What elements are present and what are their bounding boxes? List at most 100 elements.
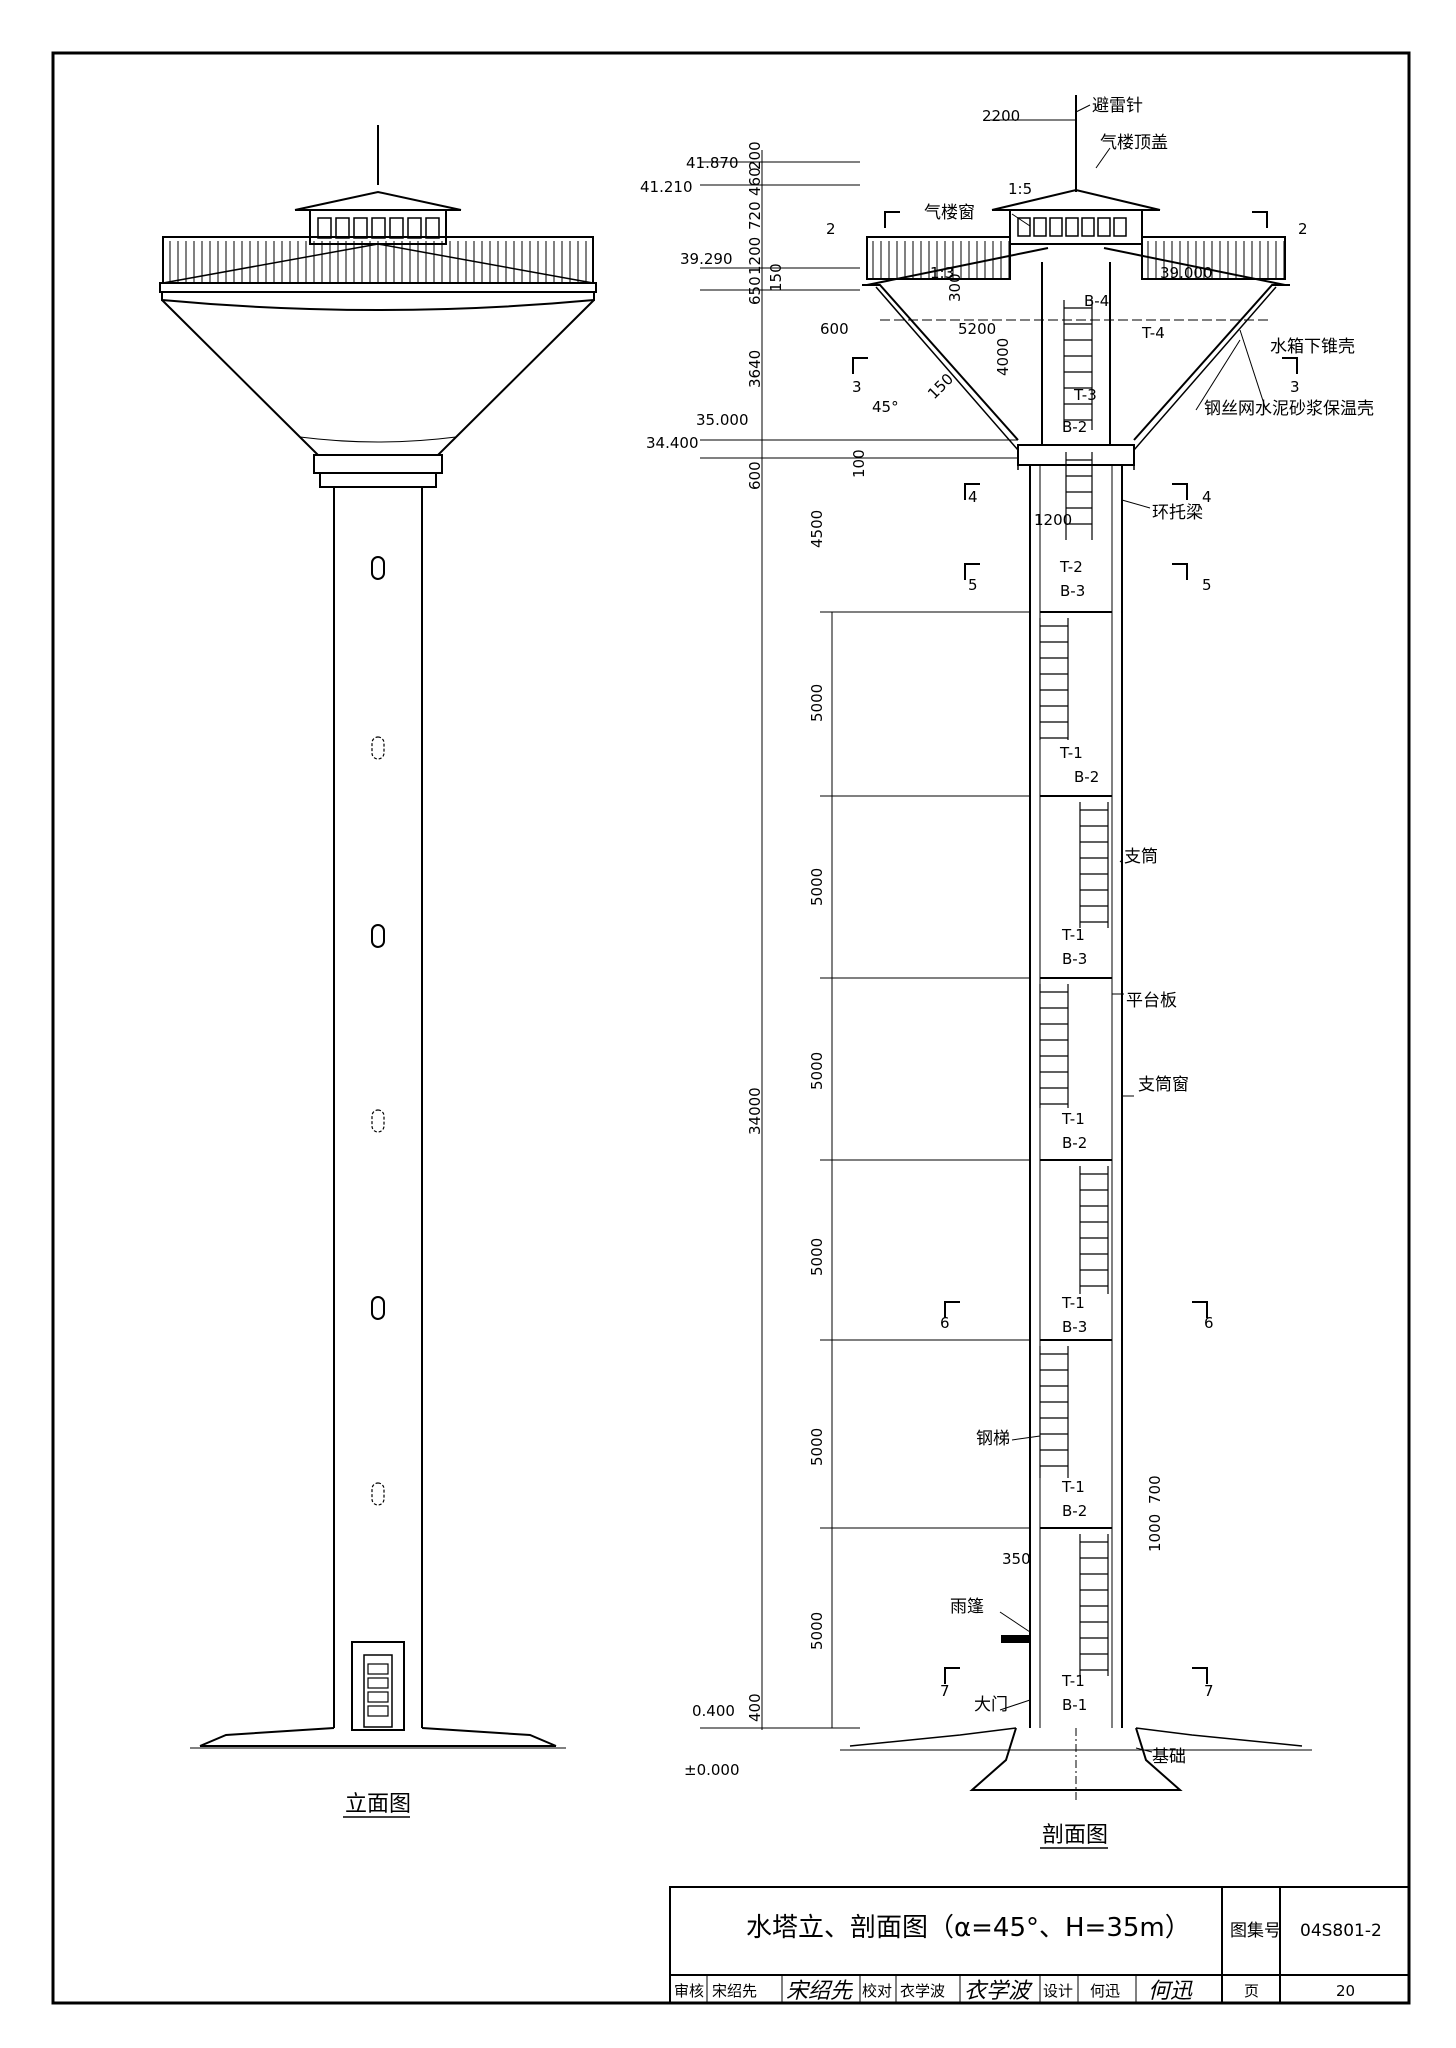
- cut-6-left: 6: [940, 1314, 950, 1332]
- cut-5-right: 5: [1202, 576, 1212, 594]
- mark-T1-6: T-1: [1061, 1672, 1085, 1690]
- dim-slope-1-3: 1:3: [930, 264, 954, 282]
- dim-1200: 1200: [746, 237, 764, 275]
- dim-4500: 4500: [808, 510, 826, 548]
- atlas-number: 04S801-2: [1300, 1921, 1382, 1941]
- page-label: 页: [1244, 1982, 1259, 2000]
- leader-lines: [999, 104, 1267, 1753]
- cut-4-left: 4: [968, 488, 978, 506]
- dim-150: 150: [767, 263, 785, 292]
- mark-B2-3: B-2: [1062, 1502, 1087, 1520]
- dim-3640: 3640: [746, 350, 764, 388]
- dim-slope-1-5: 1:5: [1008, 180, 1032, 198]
- mark-T4: T-4: [1141, 324, 1165, 342]
- cut-3-right: 3: [1290, 378, 1300, 396]
- dim-5000-6: 5000: [808, 1612, 826, 1650]
- dimension-lines: [700, 119, 1076, 1730]
- design-label: 设计: [1043, 1982, 1073, 2000]
- mark-T1-3: T-1: [1061, 1110, 1085, 1128]
- mark-B4: B-4: [1084, 292, 1109, 310]
- cut-7-right: 7: [1204, 1682, 1214, 1700]
- label-tube-window: 支筒窗: [1138, 1075, 1189, 1095]
- title-block: [669, 1886, 1410, 2004]
- label-platform: 平台板: [1126, 991, 1177, 1011]
- dim-100: 100: [850, 449, 868, 478]
- dim-5000-2: 5000: [808, 868, 826, 906]
- dim-600: 600: [820, 320, 849, 338]
- section-cut-marks: [852, 211, 1298, 1684]
- label-door: 大门: [974, 1695, 1008, 1715]
- mark-T1-1: T-1: [1059, 744, 1083, 762]
- mark-T1-4: T-1: [1061, 1294, 1085, 1312]
- mark-B1: B-1: [1062, 1696, 1087, 1714]
- mark-B2-1: B-2: [1074, 768, 1099, 786]
- dim-4000: 4000: [994, 338, 1012, 376]
- design-name: 何迅: [1090, 1982, 1120, 2000]
- dim-300: 300: [946, 273, 964, 302]
- dim-1000: 1000: [1146, 1514, 1164, 1552]
- dim-2200: 2200: [982, 107, 1020, 125]
- elevation-39000: 39.000: [1160, 264, 1213, 282]
- mark-B2-2: B-2: [1062, 1134, 1087, 1152]
- mark-B3-3: B-3: [1062, 1318, 1087, 1336]
- mark-T1-2: T-1: [1061, 926, 1085, 944]
- dim-400: 400: [746, 1693, 764, 1722]
- elevation-41870: 41.870: [686, 154, 739, 172]
- elevation-title: 立面图: [345, 1792, 411, 1817]
- elevation-0400: 0.400: [692, 1702, 735, 1720]
- mark-B3-1: B-3: [1060, 582, 1085, 600]
- label-lightning-rod: 避雷针: [1092, 96, 1143, 116]
- section-view: [840, 95, 1312, 1800]
- review-signature: 宋绍先: [786, 1979, 853, 2004]
- label-support-tube: 支筒: [1124, 847, 1158, 867]
- label-insulation: 钢丝网水泥砂浆保温壳: [1204, 399, 1374, 419]
- label-steel-ladder: 钢梯: [976, 1429, 1010, 1449]
- cut-6-right: 6: [1204, 1314, 1214, 1332]
- label-foundation: 基础: [1152, 1747, 1186, 1767]
- cut-4-right: 4: [1202, 488, 1212, 506]
- section-cut-numbers: 2 2 3 3 4 4 5 5 6 6 7 7: [826, 220, 1308, 1700]
- label-vent-window: 气楼窗: [924, 203, 975, 223]
- cut-2-right: 2: [1298, 220, 1308, 238]
- mark-B3-2: B-3: [1062, 950, 1087, 968]
- dim-5200: 5200: [958, 320, 996, 338]
- label-ring-beam: 环托梁: [1152, 503, 1203, 523]
- dim-5000-4: 5000: [808, 1238, 826, 1276]
- section-title: 剖面图: [1042, 1823, 1108, 1848]
- elevation-39290: 39.290: [680, 250, 733, 268]
- dim-460: 460: [746, 167, 764, 196]
- cut-2-left: 2: [826, 220, 836, 238]
- component-marks: B-4 T-4 T-3 B-2 T-2 B-3 T-1 B-2 T-1 B-3 …: [1059, 292, 1165, 1714]
- label-vent-roof: 气楼顶盖: [1100, 133, 1168, 153]
- cut-3-left: 3: [852, 378, 862, 396]
- elevation-41210: 41.210: [640, 178, 693, 196]
- dim-720: 720: [746, 201, 764, 230]
- dim-1200b: 1200: [1034, 511, 1072, 529]
- label-tank-cone: 水箱下锥壳: [1270, 337, 1355, 357]
- elevation-0000: ±0.000: [684, 1761, 740, 1779]
- dim-5000-1: 5000: [808, 684, 826, 722]
- elevation-34400: 34.400: [646, 434, 699, 452]
- mark-T1-5: T-1: [1061, 1478, 1085, 1496]
- design-signature: 何迅: [1148, 1979, 1193, 2004]
- check-name: 衣学波: [900, 1982, 945, 2000]
- atlas-label: 图集号: [1230, 1921, 1281, 1941]
- dim-600b: 600: [746, 461, 764, 490]
- elevation-view: [159, 125, 597, 1749]
- mark-T3: T-3: [1073, 386, 1097, 404]
- page-number: 20: [1336, 1982, 1355, 2000]
- cut-5-left: 5: [968, 576, 978, 594]
- mark-T2: T-2: [1059, 558, 1083, 576]
- dim-5000-5: 5000: [808, 1428, 826, 1466]
- dim-5000-3: 5000: [808, 1052, 826, 1090]
- label-canopy: 雨篷: [950, 1597, 984, 1617]
- cut-7-left: 7: [940, 1682, 950, 1700]
- review-label: 审核: [674, 1982, 704, 2000]
- dim-34000: 34000: [746, 1087, 764, 1135]
- dim-350: 350: [1002, 1550, 1031, 1568]
- dim-700: 700: [1146, 1475, 1164, 1504]
- dim-650: 650: [746, 276, 764, 305]
- mark-B2-top: B-2: [1062, 418, 1087, 436]
- check-signature: 衣学波: [964, 1979, 1033, 2004]
